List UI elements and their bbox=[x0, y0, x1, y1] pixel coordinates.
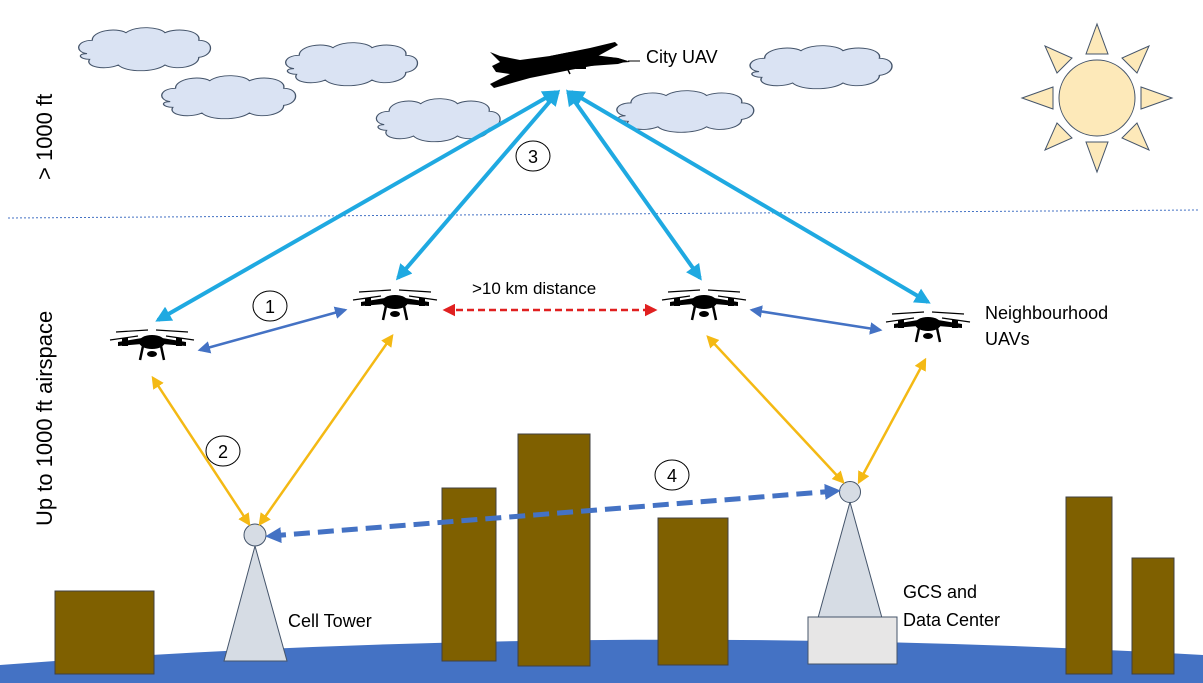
cloud-icon bbox=[285, 42, 419, 87]
marker-4: 4 bbox=[654, 459, 690, 491]
fixed-wing-drone-icon bbox=[490, 42, 640, 88]
quadcopter-drone-icon bbox=[660, 288, 748, 322]
ground-link bbox=[857, 357, 927, 485]
ground bbox=[0, 639, 1203, 683]
marker-1: 1 bbox=[252, 290, 288, 322]
quadcopter-drone-icon bbox=[351, 288, 439, 322]
gcs-label-line2: Data Center bbox=[903, 610, 1000, 630]
svg-text:2: 2 bbox=[218, 442, 228, 462]
ground-link bbox=[258, 333, 394, 527]
quadcopter-drone-icon bbox=[108, 328, 196, 362]
sky-link bbox=[568, 90, 931, 304]
cloud-icon bbox=[78, 27, 212, 72]
altitude-high-label: > 1000 ft bbox=[32, 94, 57, 180]
uav-link bbox=[197, 306, 348, 354]
cloud-icon bbox=[616, 89, 755, 133]
svg-text:3: 3 bbox=[528, 147, 538, 167]
ground-link bbox=[706, 335, 845, 484]
altitude-divider bbox=[7, 209, 1199, 219]
building bbox=[1131, 557, 1175, 675]
building bbox=[441, 487, 497, 662]
cell-tower-label: Cell Tower bbox=[288, 611, 372, 631]
marker-2: 2 bbox=[205, 435, 241, 467]
building bbox=[517, 433, 591, 667]
cloud-icon bbox=[749, 44, 893, 90]
cloud-icon bbox=[161, 75, 297, 120]
neighbourhood-uavs-label-line2: UAVs bbox=[985, 329, 1030, 349]
sky-link bbox=[395, 89, 561, 281]
building bbox=[54, 590, 155, 675]
altitude-low-label: Up to 1000 ft airspace bbox=[32, 311, 57, 526]
svg-text:4: 4 bbox=[667, 466, 677, 486]
cell-tower bbox=[223, 523, 288, 662]
quadcopter-drone-icon bbox=[884, 310, 972, 344]
uav-link bbox=[749, 305, 883, 335]
building bbox=[1065, 496, 1113, 675]
gcs-label-line1: GCS and bbox=[903, 582, 977, 602]
ground-link bbox=[151, 375, 251, 527]
sky-links bbox=[155, 89, 931, 322]
neighbourhood-uavs-label-line1: Neighbourhood bbox=[985, 303, 1108, 323]
svg-text:1: 1 bbox=[265, 297, 275, 317]
distance-label: >10 km distance bbox=[472, 279, 596, 298]
city-uav-label: City UAV bbox=[646, 47, 718, 67]
building bbox=[657, 517, 729, 666]
sun-icon bbox=[1020, 22, 1174, 174]
marker-3: 3 bbox=[515, 140, 551, 172]
gcs-data-center bbox=[807, 481, 898, 665]
